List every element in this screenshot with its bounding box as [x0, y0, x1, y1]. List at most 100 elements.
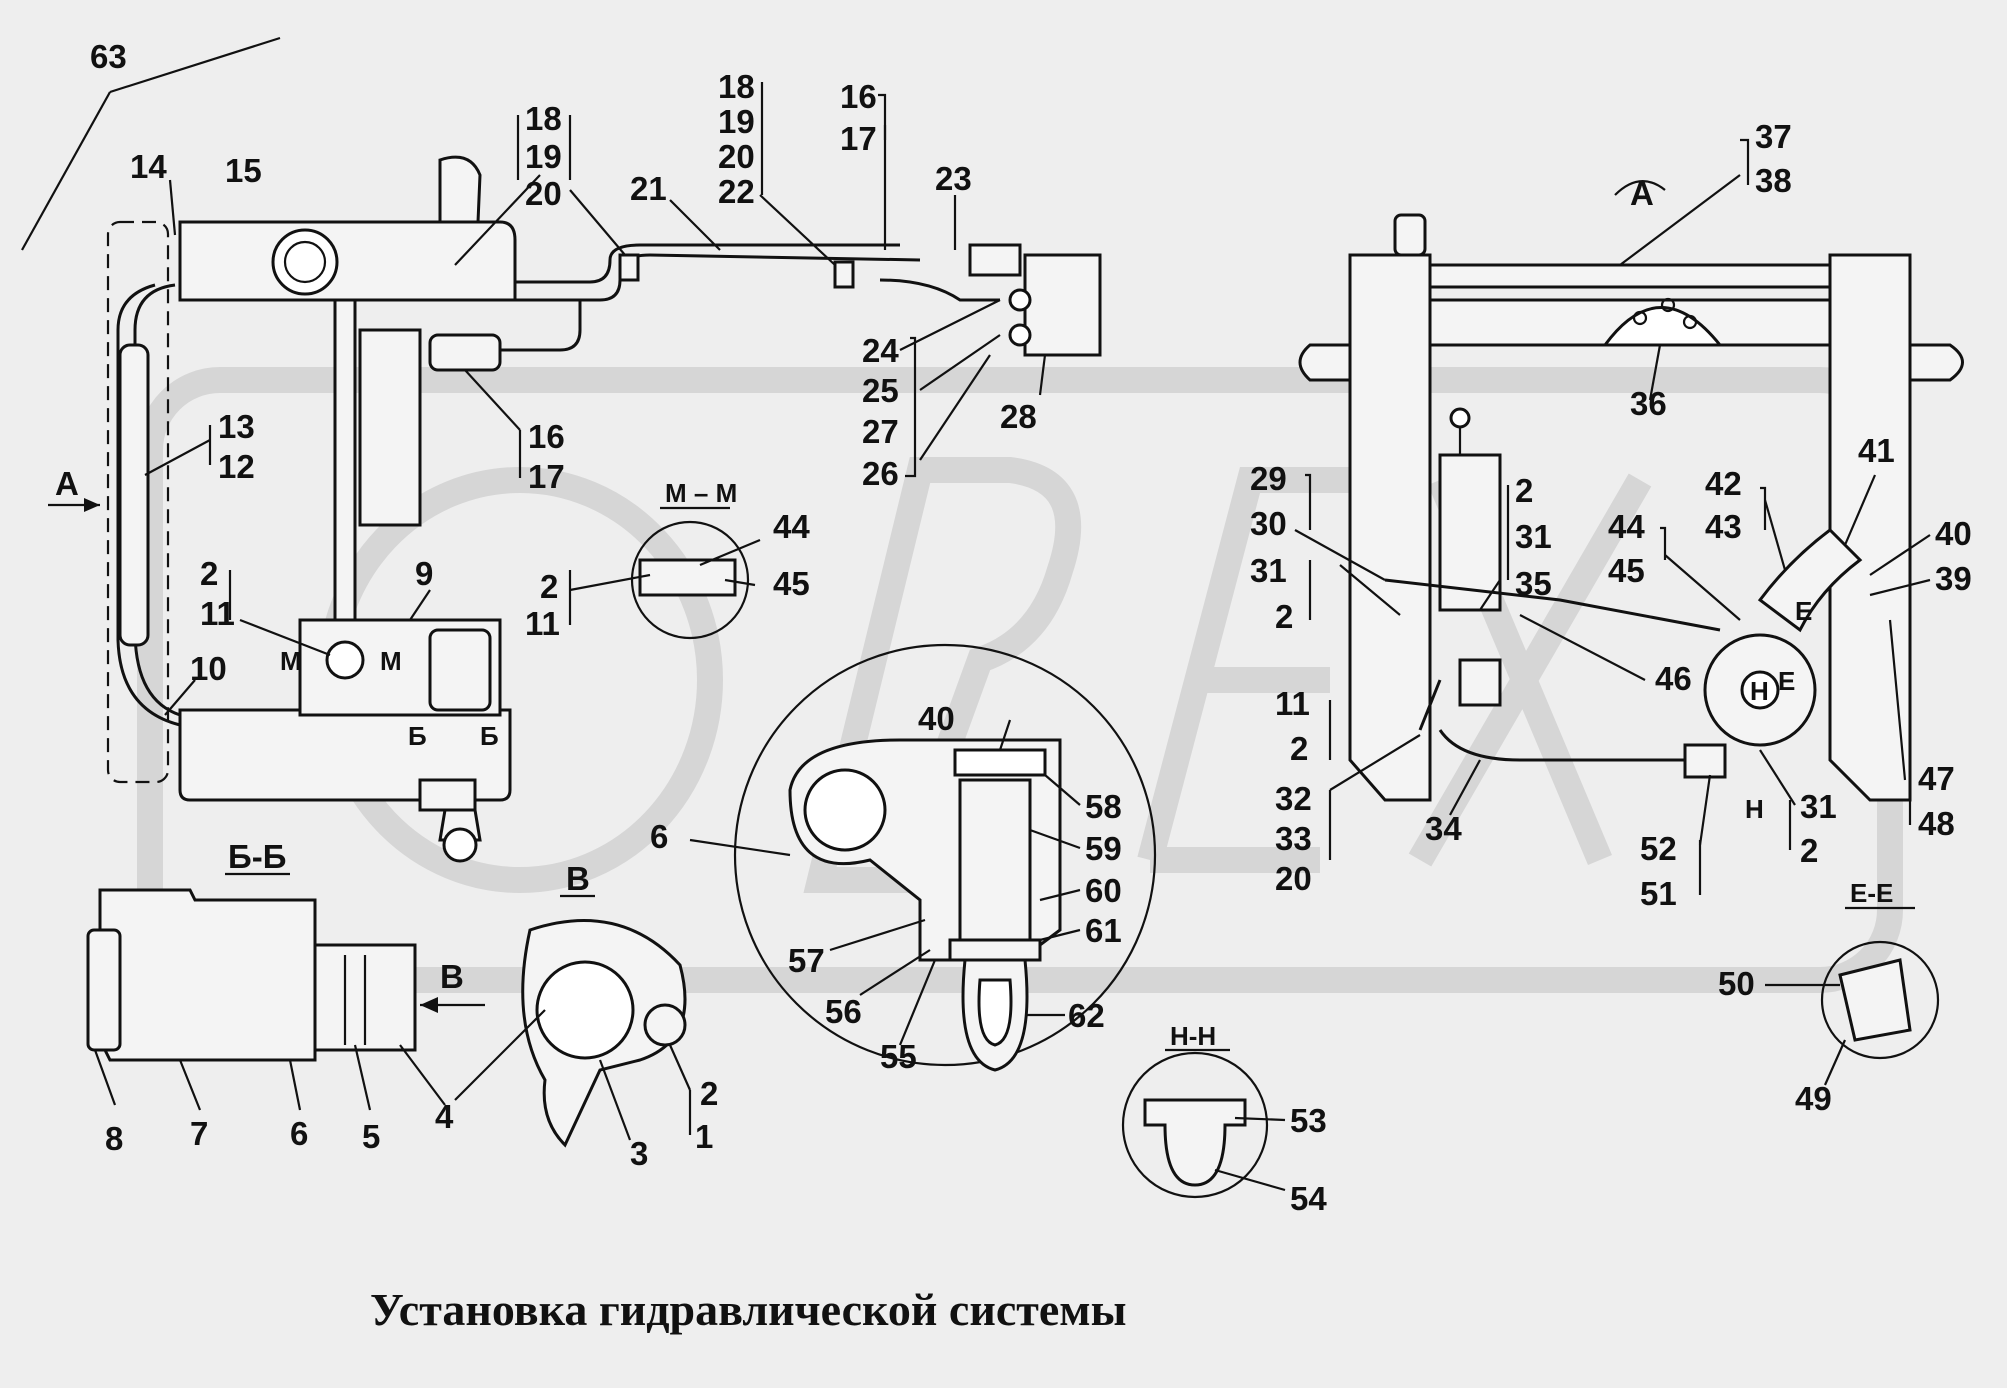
bracket-18-20a	[516, 115, 572, 180]
label-v: В	[566, 860, 590, 897]
leader-2-11b	[569, 573, 651, 592]
leader-4b	[454, 1009, 546, 1101]
mm-fitting	[638, 558, 737, 597]
callout-20c: 20	[1275, 860, 1312, 897]
callout-13: 13	[218, 408, 255, 445]
callout-32: 32	[1275, 780, 1312, 817]
leader-59	[1029, 828, 1081, 850]
callout-24: 24	[862, 332, 899, 369]
callout-44b: 44	[1608, 508, 1645, 545]
leader-5	[353, 1044, 372, 1111]
callout-e2: Е	[1778, 666, 1795, 696]
callout-18a: 18	[525, 100, 562, 137]
detail-circle-nn	[1121, 1051, 1269, 1199]
fitting-23	[968, 243, 1022, 277]
oil-reservoir-tank	[178, 220, 517, 302]
link-pipe	[1418, 679, 1442, 731]
plug-40	[953, 748, 1047, 777]
callout-10: 10	[190, 650, 227, 687]
label-view-a: А	[1630, 175, 1654, 212]
callout-19b: 19	[718, 103, 755, 140]
callout-53: 53	[1290, 1102, 1327, 1139]
callout-e1: Е	[1795, 596, 1812, 626]
reservoir-filler-cap	[271, 228, 339, 296]
leader-42	[1763, 499, 1787, 571]
diagram-title: Установка гидравлической системы	[370, 1284, 1127, 1335]
connector-32-33	[1458, 658, 1502, 707]
arrow-a-head	[84, 498, 100, 512]
callout-30: 30	[1250, 505, 1287, 542]
callout-11a: 11	[200, 595, 235, 632]
pump-lower-mount	[418, 778, 477, 812]
bracket-29-30	[1305, 473, 1312, 530]
callout-34: 34	[1425, 810, 1462, 847]
callout-31b: 31	[1515, 518, 1552, 555]
callout-62: 62	[1068, 997, 1105, 1034]
leader-25	[919, 334, 1001, 391]
rotate-arrow-a	[1614, 180, 1666, 196]
callout-54: 54	[1290, 1180, 1327, 1217]
leader-35	[1479, 579, 1501, 611]
callout-18b: 18	[718, 68, 755, 105]
distributor-block-28	[1023, 253, 1102, 357]
detail-nn	[1121, 1051, 1269, 1199]
callout-v: В	[440, 958, 464, 995]
left-frame-rail	[1348, 253, 1432, 802]
valve-lever-knob	[1449, 407, 1471, 429]
callout-6b: 6	[290, 1115, 308, 1152]
label-mm: М – М	[665, 478, 737, 508]
pressure-line-9	[333, 298, 357, 622]
bracket-24-26	[905, 336, 917, 478]
callout-40b: 40	[918, 700, 955, 737]
valve-bracket	[1438, 453, 1502, 612]
dome-hole-1	[1632, 310, 1648, 326]
callout-2d: 2	[1515, 472, 1533, 509]
leader-18-20	[454, 174, 541, 266]
leader-34	[1449, 759, 1481, 816]
callout-8: 8	[105, 1120, 123, 1157]
leader-28	[1038, 354, 1047, 396]
leader-45	[724, 578, 756, 587]
callout-2f: 2	[1800, 832, 1818, 869]
leader-52	[1698, 774, 1712, 846]
callout-35: 35	[1515, 565, 1552, 602]
leader-16b	[464, 369, 521, 431]
callout-14: 14	[130, 148, 167, 185]
right-assembly	[1298, 213, 1964, 802]
callout-28: 28	[1000, 398, 1037, 435]
crossbar-37-38	[1428, 263, 1832, 289]
callout-2a: 2	[200, 555, 218, 592]
callout-1: 1	[695, 1118, 713, 1155]
callout-59: 59	[1085, 830, 1122, 867]
callout-b2: Б	[480, 721, 499, 751]
leader-37	[1619, 174, 1741, 266]
callout-22: 22	[718, 173, 755, 210]
dome-hole-3	[1682, 314, 1698, 330]
callout-numbers: 63 14 15 18 19 20 21 18 19 20 22 16 17 2…	[55, 38, 1972, 1217]
leader-36	[1648, 344, 1662, 401]
bracket-42-43	[1760, 486, 1767, 530]
callout-21: 21	[630, 170, 667, 207]
callout-2g: 2	[700, 1075, 718, 1112]
leader-29	[1294, 529, 1386, 581]
leader-54	[1214, 1168, 1286, 1192]
leader-40	[1869, 534, 1931, 576]
coupling-16-17	[428, 333, 502, 372]
leader-2-11	[239, 618, 331, 657]
callout-17a: 17	[840, 120, 877, 157]
left-hub	[1298, 343, 1352, 382]
pressure-line-upper	[515, 243, 900, 284]
cylinder-body-6	[98, 888, 317, 1062]
leader-24	[899, 299, 1001, 351]
detail-circle-mm	[630, 520, 750, 640]
leader-60	[1039, 888, 1081, 902]
callout-61: 61	[1085, 912, 1122, 949]
right-frame-rail	[1828, 253, 1912, 802]
callout-43: 43	[1705, 508, 1742, 545]
callout-brackets	[208, 82, 1912, 1135]
leader-63	[21, 91, 111, 251]
callout-37: 37	[1755, 118, 1792, 155]
callout-16a: 16	[840, 78, 877, 115]
leader-44b	[1664, 554, 1741, 621]
